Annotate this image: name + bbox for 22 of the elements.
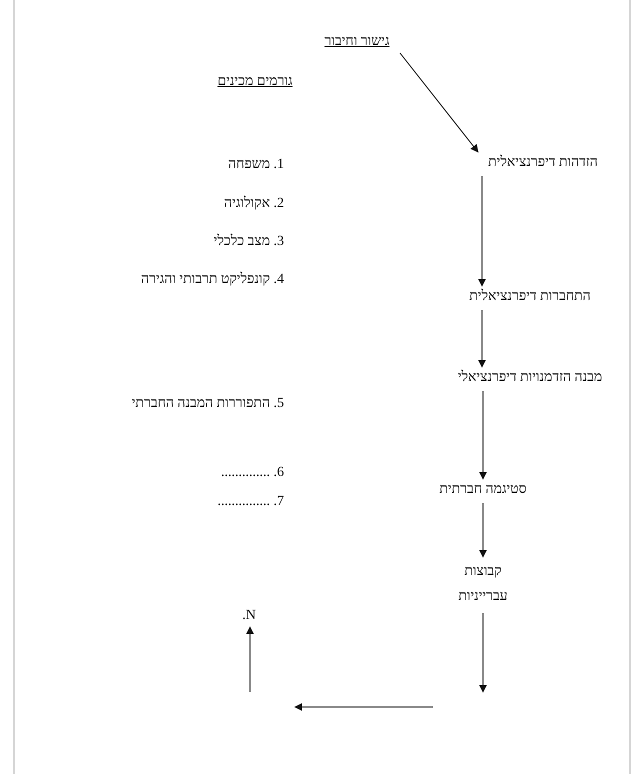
flow-text: קבוצות עברייניות bbox=[440, 557, 526, 611]
arrow bbox=[479, 502, 487, 558]
list-item: 2. אקולוגיה bbox=[223, 194, 285, 213]
flow-text: סטיגמה חברתית bbox=[436, 479, 530, 501]
arrow bbox=[246, 626, 254, 692]
flow-text: התחברות דיפרנציאלית bbox=[466, 286, 594, 308]
list-item: 7. ............... bbox=[216, 493, 285, 511]
list-item: 6. .............. bbox=[220, 464, 285, 482]
arrow bbox=[400, 52, 478, 153]
list-item: 3. מצב כלכלי bbox=[212, 232, 285, 251]
arrow bbox=[478, 310, 486, 368]
arrow bbox=[479, 612, 487, 693]
flow-text: גישור וחיבור bbox=[322, 31, 392, 53]
list-item: 5. התפוררות המבנה החברתי bbox=[130, 395, 285, 413]
list-item: 4. קונפליקט תרבותי והגירה bbox=[140, 270, 285, 289]
list-item: 1. משפחה bbox=[227, 156, 285, 174]
arrow bbox=[479, 390, 487, 480]
flow-text: N. bbox=[239, 605, 259, 627]
flow-text: מבנה הזדמנויות דיפרנציאלי bbox=[454, 367, 606, 389]
flow-text: הזדהות דיפרנציאלית bbox=[485, 152, 601, 174]
list-heading: גורמים מכינים bbox=[216, 73, 294, 91]
arrow bbox=[478, 176, 486, 287]
